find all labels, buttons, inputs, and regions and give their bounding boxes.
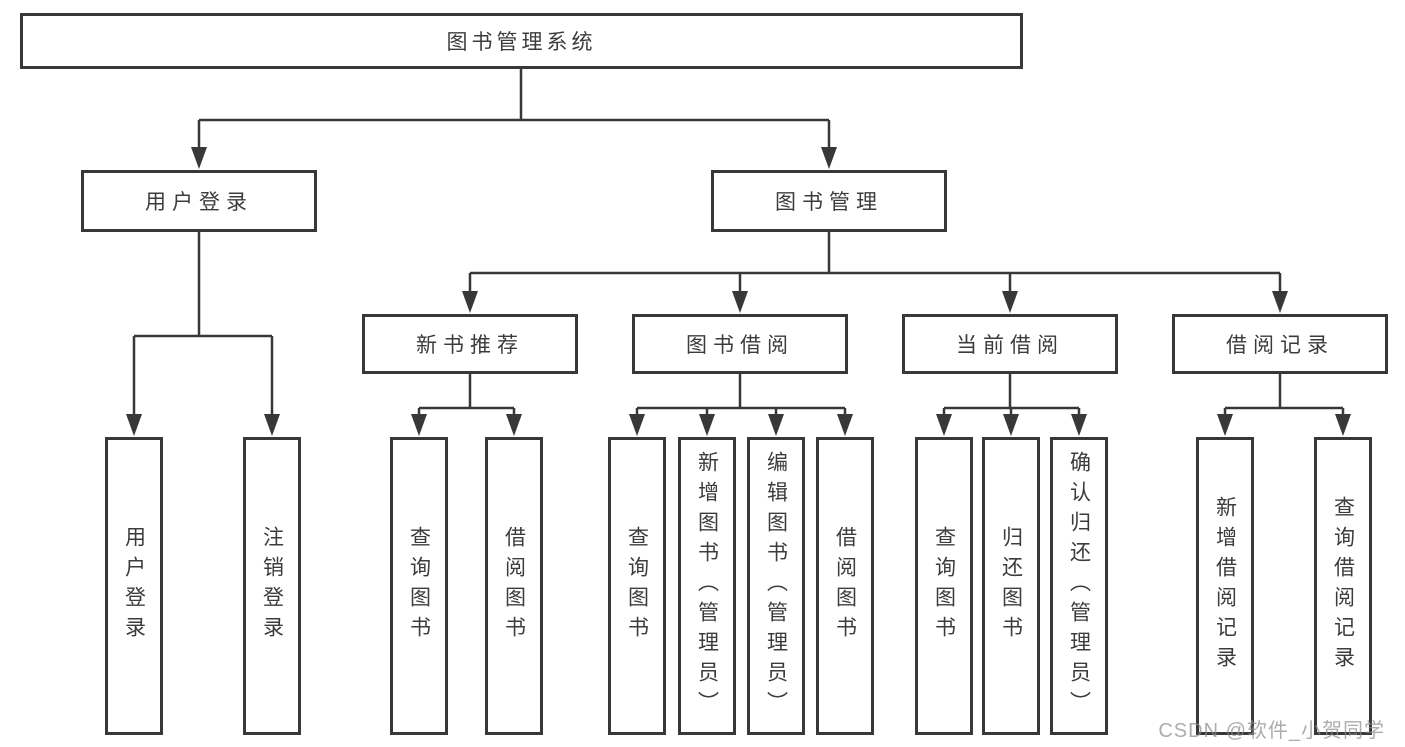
- connector-book-management-children: [468, 232, 1282, 294]
- connector-book-borrow-children: [635, 374, 847, 417]
- leaf-query-books-recommend: 查询图书: [390, 437, 448, 735]
- leaf-edit-book-admin: 编辑图书（管理员）: [747, 437, 805, 735]
- connector-current-borrow-children: [942, 374, 1081, 417]
- node-label: 查询图书: [625, 526, 649, 646]
- leaf-return-book: 归还图书: [982, 437, 1040, 735]
- leaf-query-borrow-record: 查询借阅记录: [1314, 437, 1372, 735]
- csdn-watermark: CSDN @软件_小贺同学: [1158, 720, 1385, 742]
- node-label: 新增借阅记录: [1213, 496, 1237, 676]
- node-label: 用户登录: [145, 191, 253, 214]
- node-label: 图书借阅: [686, 334, 794, 357]
- leaf-logout: 注销登录: [243, 437, 301, 735]
- leaf-query-books-current: 查询图书: [915, 437, 973, 735]
- node-label: 图书管理: [775, 191, 883, 214]
- node-library-system-root: 图书管理系统: [20, 13, 1023, 69]
- node-book-borrowing: 图书借阅: [632, 314, 848, 374]
- node-label: 图书管理系统: [446, 31, 597, 54]
- node-book-management: 图书管理: [711, 170, 947, 232]
- node-label: 当前借阅: [956, 334, 1064, 357]
- connector-new-book-children: [417, 374, 516, 417]
- node-label: 新书推荐: [416, 334, 524, 357]
- leaf-borrow-books-recommend: 借阅图书: [485, 437, 543, 735]
- leaf-add-borrow-record: 新增借阅记录: [1196, 437, 1254, 735]
- node-label: 归还图书: [999, 526, 1023, 646]
- node-label: 注销登录: [260, 526, 284, 646]
- connector-borrow-records-children: [1223, 374, 1345, 417]
- node-label: 借阅图书: [833, 526, 857, 646]
- node-borrowing-records: 借阅记录: [1172, 314, 1388, 374]
- leaf-confirm-return-admin: 确认归还（管理员）: [1050, 437, 1108, 735]
- connector-root-to-level2: [197, 69, 831, 150]
- node-label: 编辑图书（管理员）: [764, 451, 788, 721]
- node-label: 确认归还（管理员）: [1067, 451, 1091, 721]
- node-current-borrowing: 当前借阅: [902, 314, 1118, 374]
- node-new-book-recommendation: 新书推荐: [362, 314, 578, 374]
- leaf-query-books-borrow: 查询图书: [608, 437, 666, 735]
- node-user-login: 用户登录: [81, 170, 317, 232]
- connector-user-login-children: [132, 232, 274, 417]
- node-label: 查询借阅记录: [1331, 496, 1355, 676]
- node-label: 查询图书: [932, 526, 956, 646]
- leaf-add-book-admin: 新增图书（管理员）: [678, 437, 736, 735]
- node-label: 新增图书（管理员）: [695, 451, 719, 721]
- leaf-borrow-books: 借阅图书: [816, 437, 874, 735]
- node-label: 借阅图书: [502, 526, 526, 646]
- leaf-user-login: 用户登录: [105, 437, 163, 735]
- node-label: 借阅记录: [1226, 334, 1334, 357]
- node-label: 查询图书: [407, 526, 431, 646]
- node-label: 用户登录: [122, 526, 146, 646]
